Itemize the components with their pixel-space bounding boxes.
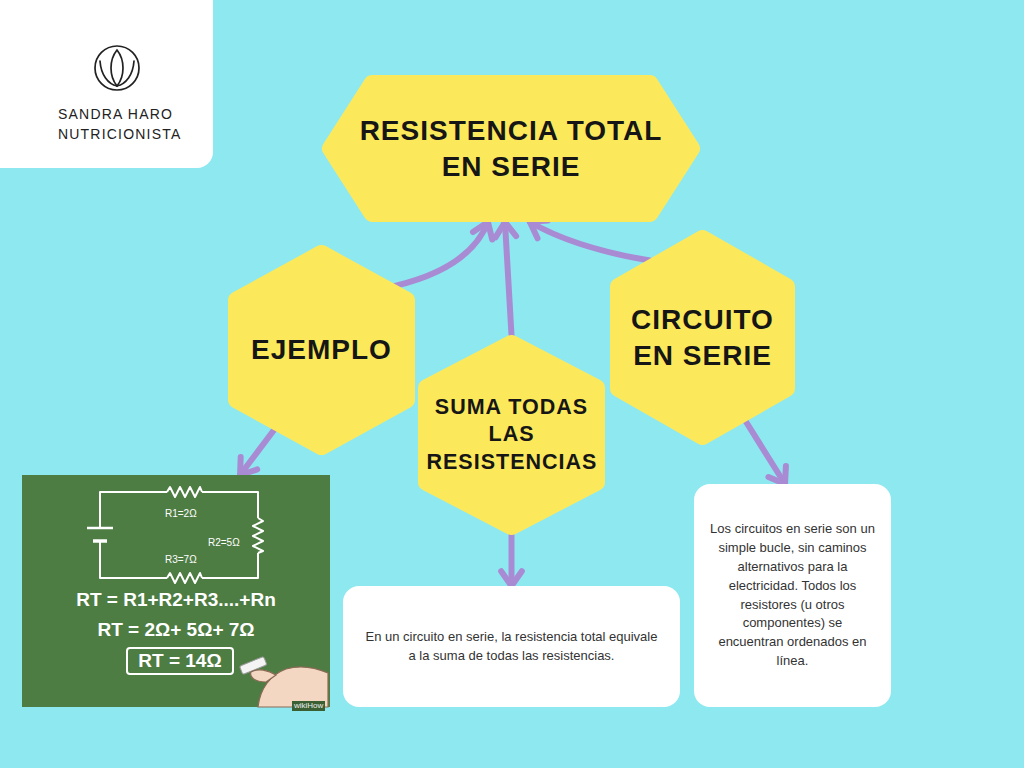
note-text: En un circuito en serie, la resistencia … xyxy=(362,628,662,666)
resistor-label: R3=7Ω xyxy=(165,554,197,567)
watermark: wikiHow xyxy=(292,701,325,711)
logo-panel: SANDRA HARO NUTRICIONISTA xyxy=(0,0,213,168)
arrow-connector xyxy=(501,535,522,586)
note-card: Los circuitos en serie son un simple buc… xyxy=(694,484,891,707)
arrow-line xyxy=(745,420,785,484)
circuit-wire xyxy=(87,487,263,583)
arrow-connector xyxy=(745,420,786,484)
resistor-symbol xyxy=(253,518,263,553)
resistor-symbol xyxy=(167,487,202,497)
logo-icon xyxy=(95,46,139,90)
arrow-head xyxy=(501,571,522,586)
node-label: EJEMPLO xyxy=(239,332,404,368)
arrow-line xyxy=(505,222,512,335)
formula-result: RT = 14Ω xyxy=(126,647,233,675)
arrow-head xyxy=(240,457,257,475)
text-holder: wikiHow xyxy=(292,694,325,712)
arrow-head xyxy=(473,222,492,239)
resistor-symbol xyxy=(167,573,202,583)
text-holder: RT = R1+R2+R3....+Rn xyxy=(30,588,322,612)
node-label: RESISTENCIA TOTAL EN SERIE xyxy=(346,113,676,185)
arrow-line xyxy=(240,429,275,475)
logo-leaf xyxy=(111,50,123,86)
hexagon-fill xyxy=(427,344,596,526)
logo-icon xyxy=(0,0,213,168)
arrow-connector xyxy=(530,220,650,260)
battery-symbol xyxy=(93,539,107,543)
arrow-head xyxy=(495,222,516,237)
brand-name: SANDRA HARO NUTRICIONISTA xyxy=(58,104,208,145)
hexagon-outline xyxy=(610,230,795,445)
text-holder: R2=5Ω xyxy=(208,532,240,550)
text-holder: RT = 2Ω+ 5Ω+ 7Ω xyxy=(30,618,322,642)
formula-line: RT = R1+R2+R3....+Rn xyxy=(76,588,276,612)
hexagon-fill xyxy=(619,239,786,436)
formula-line: RT = 2Ω+ 5Ω+ 7Ω xyxy=(97,618,254,642)
resistor-label: R1=2Ω xyxy=(165,508,197,521)
battery-symbol xyxy=(87,527,113,530)
logo-leaf xyxy=(117,61,134,86)
text-holder: R3=7Ω xyxy=(165,549,197,567)
arrow-connector xyxy=(395,222,492,286)
topic-hexagon: CIRCUITO EN SERIE xyxy=(610,230,795,445)
hand-drawing xyxy=(239,656,328,707)
logo-ring xyxy=(95,46,139,90)
arrow-line xyxy=(530,222,650,261)
hexagon-fill xyxy=(237,254,406,446)
example-board: R1=2Ω R2=5Ω R3=7Ω RT = R1+R2+R3....+Rn RT = … xyxy=(22,475,330,707)
arrow-connector xyxy=(240,429,275,475)
arrow-head xyxy=(530,220,548,238)
circuit-wire xyxy=(100,492,258,578)
finger xyxy=(251,670,276,682)
topic-hexagon: EJEMPLO xyxy=(228,245,415,455)
text-holder: R1=2Ω xyxy=(165,503,197,521)
title-hexagon: RESISTENCIA TOTAL EN SERIE xyxy=(322,75,700,222)
resistor-label: R2=5Ω xyxy=(208,537,240,550)
node-label: SUMA TODAS LAS RESISTENCIAS xyxy=(427,394,597,477)
topic-hexagon: SUMA TODAS LAS RESISTENCIAS xyxy=(418,335,605,535)
hexagon-fill xyxy=(331,84,691,213)
arrow-connector xyxy=(495,222,516,335)
arrow-head xyxy=(768,466,785,484)
note-text: Los circuitos en serie son un simple buc… xyxy=(709,520,877,671)
logo-leaf xyxy=(100,61,117,86)
text-holder: RT = 14Ω xyxy=(72,647,288,675)
note-card: En un circuito en serie, la resistencia … xyxy=(343,586,680,707)
hexagon-outline xyxy=(322,75,700,222)
node-label: CIRCUITO EN SERIE xyxy=(623,302,783,374)
